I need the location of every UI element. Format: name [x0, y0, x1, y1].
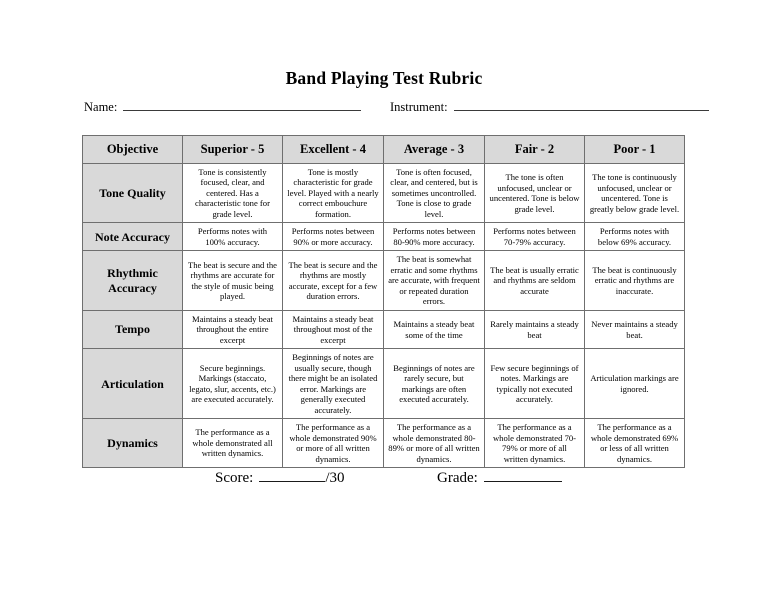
instrument-label: Instrument:	[390, 100, 448, 114]
column-header-excellent: Excellent - 4	[282, 135, 384, 164]
criterion-cell-superior: The beat is secure and the rhythms are a…	[182, 250, 283, 311]
criterion-cell-excellent: Performs notes between 90% or more accur…	[282, 222, 384, 252]
criterion-cell-excellent: Beginnings of notes are usually secure, …	[282, 348, 384, 420]
name-input-line[interactable]	[123, 99, 362, 111]
table-row: Tempo Maintains a steady beat throughout…	[82, 309, 685, 350]
criterion-cell-excellent: The beat is secure and the rhythms are m…	[282, 250, 384, 311]
column-header-average: Average - 3	[383, 135, 485, 164]
grade-input-line[interactable]	[483, 468, 562, 482]
objective-label: Dynamics	[82, 418, 183, 469]
criterion-cell-excellent: Tone is mostly characteristic for grade …	[282, 162, 384, 224]
criterion-cell-excellent: The performance as a whole demonstrated …	[282, 418, 384, 469]
criterion-cell-average: The performance as a whole demonstrated …	[383, 418, 485, 469]
score-footer: Score: /30 Grade:	[82, 468, 684, 494]
criterion-cell-poor: The tone is continuously unfocused, uncl…	[584, 162, 685, 224]
instrument-field-group: Instrument:	[390, 99, 709, 115]
criterion-cell-average: Beginnings of notes are rarely secure, b…	[383, 348, 485, 420]
criterion-cell-average: Maintains a steady beat some of the time	[383, 309, 485, 350]
table-header-row: Objective Superior - 5 Excellent - 4 Ave…	[82, 135, 685, 164]
column-header-fair: Fair - 2	[484, 135, 585, 164]
score-label: Score:	[215, 470, 254, 486]
column-header-poor: Poor - 1	[584, 135, 685, 164]
objective-label: Articulation	[82, 348, 183, 420]
criterion-cell-superior: Secure beginnings. Markings (staccato, l…	[182, 348, 283, 420]
objective-label: Tempo	[82, 309, 183, 350]
table-row: Rhythmic Accuracy The beat is secure and…	[82, 250, 685, 311]
table-row: Articulation Secure beginnings. Markings…	[82, 348, 685, 420]
rubric-table-container: Objective Superior - 5 Excellent - 4 Ave…	[82, 135, 685, 469]
criterion-cell-excellent: Maintains a steady beat throughout most …	[282, 309, 384, 350]
criterion-cell-poor: The beat is continuously erratic and rhy…	[584, 250, 685, 311]
criterion-cell-average: The beat is somewhat erratic and some rh…	[383, 250, 485, 311]
score-field-group: Score: /30	[215, 468, 345, 487]
student-info-row: Name: Instrument:	[84, 99, 709, 117]
table-row: Tone Quality Tone is consistently focuse…	[82, 162, 685, 224]
score-total-suffix: /30	[325, 470, 345, 486]
column-header-superior: Superior - 5	[182, 135, 283, 164]
criterion-cell-poor: The performance as a whole demonstrated …	[584, 418, 685, 469]
criterion-cell-poor: Performs notes with below 69% accuracy.	[584, 222, 685, 252]
criterion-cell-superior: Maintains a steady beat throughout the e…	[182, 309, 283, 350]
criterion-cell-fair: Few secure beginnings of notes. Markings…	[484, 348, 585, 420]
name-label: Name:	[84, 100, 118, 114]
criterion-cell-average: Tone is often focused, clear, and center…	[383, 162, 485, 224]
objective-label: Rhythmic Accuracy	[82, 250, 183, 311]
column-header-objective: Objective	[82, 135, 183, 164]
objective-label: Note Accuracy	[82, 222, 183, 252]
criterion-cell-average: Performs notes between 80-90% more accur…	[383, 222, 485, 252]
criterion-cell-fair: Rarely maintains a steady beat	[484, 309, 585, 350]
instrument-input-line[interactable]	[453, 99, 709, 111]
criterion-cell-fair: The tone is often unfocused, unclear or …	[484, 162, 585, 224]
criterion-cell-poor: Articulation markings are ignored.	[584, 348, 685, 420]
rubric-table: Objective Superior - 5 Excellent - 4 Ave…	[82, 135, 685, 469]
objective-label: Tone Quality	[82, 162, 183, 224]
criterion-cell-superior: Tone is consistently focused, clear, and…	[182, 162, 283, 224]
grade-field-group: Grade:	[437, 468, 562, 487]
criterion-cell-fair: The performance as a whole demonstrated …	[484, 418, 585, 469]
criterion-cell-fair: Performs notes between 70-79% accuracy.	[484, 222, 585, 252]
name-field-group: Name:	[84, 99, 362, 115]
page-title: Band Playing Test Rubric	[285, 68, 483, 88]
table-row: Dynamics The performance as a whole demo…	[82, 418, 685, 469]
criterion-cell-poor: Never maintains a steady beat.	[584, 309, 685, 350]
grade-label: Grade:	[437, 470, 478, 486]
score-input-line[interactable]	[259, 468, 326, 482]
criterion-cell-fair: The beat is usually erratic and rhythms …	[484, 250, 585, 311]
criterion-cell-superior: Performs notes with 100% accuracy.	[182, 222, 283, 252]
criterion-cell-superior: The performance as a whole demonstrated …	[182, 418, 283, 469]
rubric-table-body: Tone Quality Tone is consistently focuse…	[82, 162, 685, 469]
table-row: Note Accuracy Performs notes with 100% a…	[82, 222, 685, 252]
